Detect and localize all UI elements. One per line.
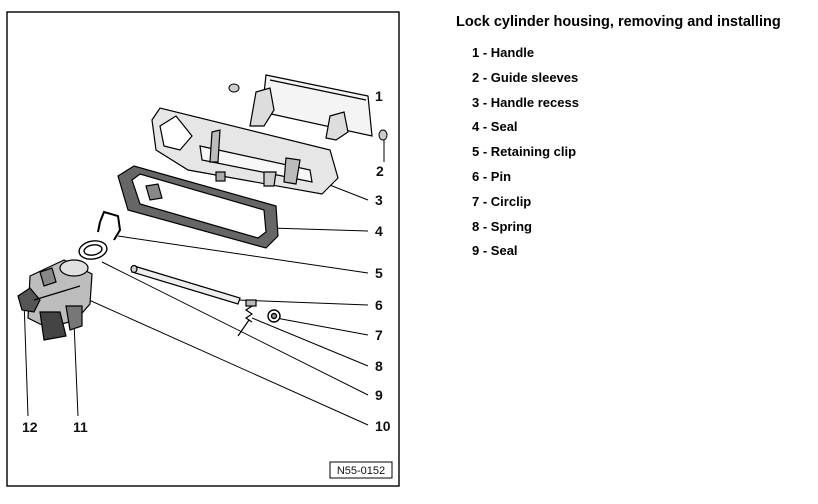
callout-4: 4 [375, 223, 383, 239]
callout-9: 9 [375, 387, 383, 403]
callout-2: 2 [376, 163, 384, 179]
part-label: Retaining clip [490, 144, 577, 160]
legend-item: 8 - Spring [472, 218, 532, 234]
parts-list: 1 - Handle 2 - Guide sleeves 3 - Handle … [456, 44, 812, 267]
part-number: 7 [472, 193, 480, 209]
legend-item: 7 - Circlip [472, 193, 532, 209]
part-number: 1 [472, 45, 480, 60]
legend-item: 3 - Handle recess [472, 94, 579, 110]
legend-item: 6 - Pin [472, 168, 512, 184]
legend-title: Lock cylinder housing, removing and inst… [456, 14, 781, 30]
part-number: 2 [472, 69, 480, 85]
lock-cylinder-housing-part [17, 259, 93, 341]
legend-item: 5 - Retaining clip [472, 144, 577, 160]
callout-10: 10 [375, 418, 391, 434]
callout-7: 7 [375, 327, 383, 343]
handle-part [249, 74, 373, 141]
circlip-part [267, 309, 281, 323]
part-label: Circlip [490, 193, 532, 209]
part-number: 3 [472, 94, 480, 110]
part-label: Pin [490, 168, 512, 184]
handle-recess-part [151, 107, 339, 195]
reference-code: N55-0152 [337, 465, 385, 477]
spring-part [237, 299, 257, 337]
legend-item: 4 - Seal [472, 119, 518, 135]
callout-12: 12 [22, 419, 38, 435]
part-label: Handle recess [490, 94, 579, 110]
seal-ring-part [78, 240, 108, 260]
part-label: Spring [490, 218, 532, 234]
part-label: Seal [490, 243, 518, 259]
legend-item: 9 - Seal [472, 243, 518, 259]
callout-5: 5 [375, 265, 383, 281]
parts-legend: Lock cylinder housing, removing and inst… [456, 14, 812, 267]
callout-3: 3 [375, 192, 383, 208]
part-number: 5 [472, 144, 480, 160]
retaining-clip-part [97, 210, 122, 241]
guide-sleeve-parts [228, 83, 388, 141]
legend-item: 1 - Handle [472, 45, 535, 60]
part-label: Guide sleeves [490, 69, 579, 85]
callout-11: 11 [73, 419, 88, 435]
seal-part [117, 165, 279, 249]
callout-8: 8 [375, 358, 383, 374]
exploded-view-diagram: 1 2 3 4 5 6 7 8 9 10 11 12 N55-0152 [0, 0, 408, 492]
part-number: 8 [472, 218, 480, 234]
part-number: 6 [472, 168, 480, 184]
part-number: 4 [472, 119, 480, 135]
pin-part [130, 264, 241, 305]
part-number: 9 [472, 243, 480, 259]
legend-item: 2 - Guide sleeves [472, 69, 579, 85]
part-label: Seal [490, 119, 518, 135]
callout-6: 6 [375, 297, 383, 313]
part-label: Handle [490, 45, 535, 60]
callout-1: 1 [375, 88, 383, 104]
reference-code-box [329, 461, 393, 479]
callout-numbers: 1 2 3 4 5 6 7 8 9 10 11 12 [22, 88, 391, 435]
